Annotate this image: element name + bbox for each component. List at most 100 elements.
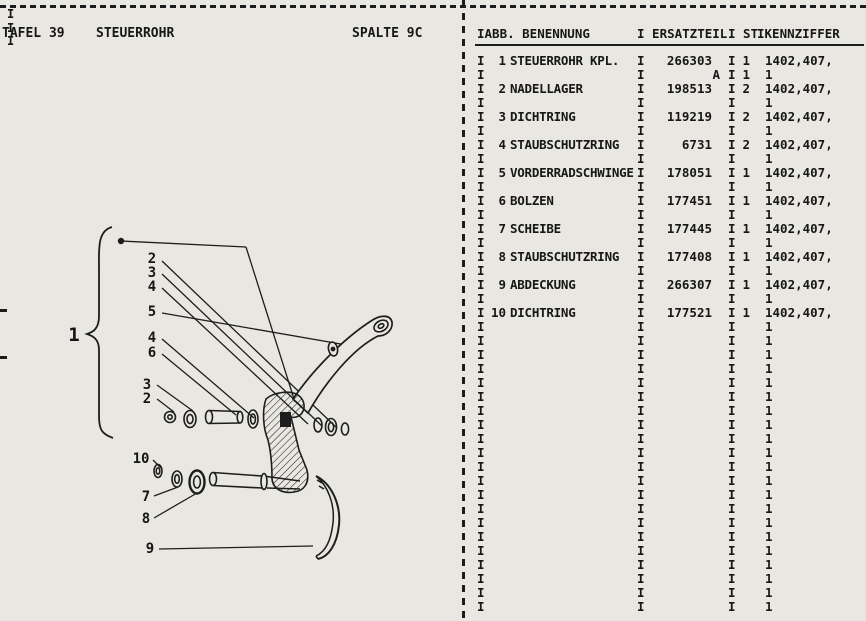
col-separator: I	[477, 137, 485, 152]
table-row: I 5 VORDERRADSCHWINGE I 178051 I 1 1402,…	[470, 166, 866, 180]
col-separator: I	[637, 417, 645, 432]
col-separator: I	[728, 151, 736, 166]
item-number: 6	[498, 193, 506, 208]
kennziffer-continued: 1	[765, 599, 773, 614]
col-separator: I	[728, 67, 736, 82]
table-filler-row: I I I 1	[470, 544, 866, 558]
col-separator: I	[728, 543, 736, 558]
col-separator: I	[637, 67, 645, 82]
col-separator: I	[637, 347, 645, 362]
col-separator: I	[637, 81, 645, 96]
part-name: BOLZEN	[510, 193, 554, 208]
col-separator: I	[477, 361, 485, 376]
kennziffer-continued: 1	[765, 235, 773, 250]
part-name: VORDERRADSCHWINGE	[510, 165, 634, 180]
kennziffer-continued: 1	[765, 67, 773, 82]
col-separator: I	[637, 151, 645, 166]
kennziffer-continued: 1	[765, 403, 773, 418]
kennziffer-continued: 1	[765, 291, 773, 306]
part-drawings	[153, 315, 393, 560]
table-filler-row: I I I 1	[470, 334, 866, 348]
col-separator: I	[637, 361, 645, 376]
col-separator: I	[728, 515, 736, 530]
axle-collar	[260, 472, 268, 491]
col-separator: I	[637, 473, 645, 488]
col-separator: I	[637, 277, 645, 292]
col-separator: I	[477, 459, 485, 474]
col-separator: I	[477, 473, 485, 488]
washer-drawing	[163, 410, 177, 424]
steering-body-drawing	[262, 391, 309, 494]
item-number: 9	[498, 277, 506, 292]
kennziffer-continued: 1	[765, 417, 773, 432]
col-separator: I	[477, 263, 485, 278]
item-number: 10	[490, 305, 506, 320]
col-separator: I	[728, 361, 736, 376]
callout-label: 3	[148, 265, 156, 281]
table-spacer-row: I I I 1	[470, 152, 866, 166]
callout-label: 1	[68, 324, 79, 346]
callout-label: 4	[148, 279, 156, 295]
col-separator: I	[728, 417, 736, 432]
kennziffer-value: 1402,407,	[765, 305, 833, 320]
table-header: IABB. BENENNUNG I ERSATZTEIL I ST IKENNZ…	[470, 26, 866, 42]
kennziffer-continued: 1	[765, 501, 773, 516]
kennziffer-value: 1402,407,	[765, 165, 833, 180]
col-separator: I	[728, 235, 736, 250]
item-number: 7	[498, 221, 506, 236]
table-filler-row: I I I 1	[470, 530, 866, 544]
kennziffer-continued: 1	[765, 361, 773, 376]
col-separator: I	[637, 487, 645, 502]
part-number: 6731	[681, 137, 712, 152]
kennziffer-continued: 1	[765, 263, 773, 278]
col-separator: I	[637, 529, 645, 544]
table-filler-row: I I I 1	[470, 460, 866, 474]
kennziffer-value: 1402,407,	[765, 277, 833, 292]
col-separator: I	[728, 193, 736, 208]
col-separator: I	[728, 403, 736, 418]
col-separator: I	[637, 249, 645, 264]
table-spacer-row: I I I 1	[470, 96, 866, 110]
header-kennziffer: IKENNZIFFER	[757, 26, 840, 41]
table-filler-row: I I I 1	[470, 586, 866, 600]
header-abb-benennung: IABB. BENENNUNG	[477, 26, 590, 41]
col-separator: I	[477, 585, 485, 600]
col-separator: I	[637, 431, 645, 446]
part-name: NADELLAGER	[510, 81, 583, 96]
kennziffer-value: 1402,407,	[765, 221, 833, 236]
bearing-ring-drawing	[340, 422, 350, 436]
col-separator: I	[728, 487, 736, 502]
table-spacer-row: I I I 1	[470, 236, 866, 250]
col-separator: I	[728, 179, 736, 194]
col-separator: I	[728, 109, 736, 124]
seal-ring-drawing	[183, 409, 197, 429]
part-name: STAUBSCHUTZRING	[510, 249, 620, 264]
spalte-label: SPALTE 9C	[352, 26, 423, 41]
steering-body-slot	[280, 412, 291, 427]
table-filler-row: I I I 1	[470, 404, 866, 418]
table-filler-row: I I I 1	[470, 558, 866, 572]
kennziffer-continued: 1	[765, 529, 773, 544]
col-separator: I	[728, 557, 736, 572]
quantity: 1	[742, 193, 750, 208]
col-separator: I	[637, 389, 645, 404]
col-separator: I	[728, 53, 736, 68]
col-separator: I	[728, 123, 736, 138]
bearing-ring-drawing	[313, 417, 323, 433]
scan-artifact-dash	[0, 309, 7, 312]
header-underline	[475, 44, 864, 46]
col-separator: I	[477, 501, 485, 516]
col-separator: I	[728, 249, 736, 264]
callout-label: 6	[148, 345, 156, 361]
col-separator: I	[477, 95, 485, 110]
kennziffer-continued: 1	[765, 375, 773, 390]
col-separator: I	[477, 347, 485, 362]
table-filler-row: I I I 1	[470, 600, 866, 614]
col-separator: I	[637, 445, 645, 460]
col-separator: I	[477, 487, 485, 502]
col-separator: I	[728, 571, 736, 586]
col-separator: I	[728, 81, 736, 96]
kennziffer-continued: 1	[765, 473, 773, 488]
quantity: 1	[742, 305, 750, 320]
quantity: 1	[742, 249, 750, 264]
